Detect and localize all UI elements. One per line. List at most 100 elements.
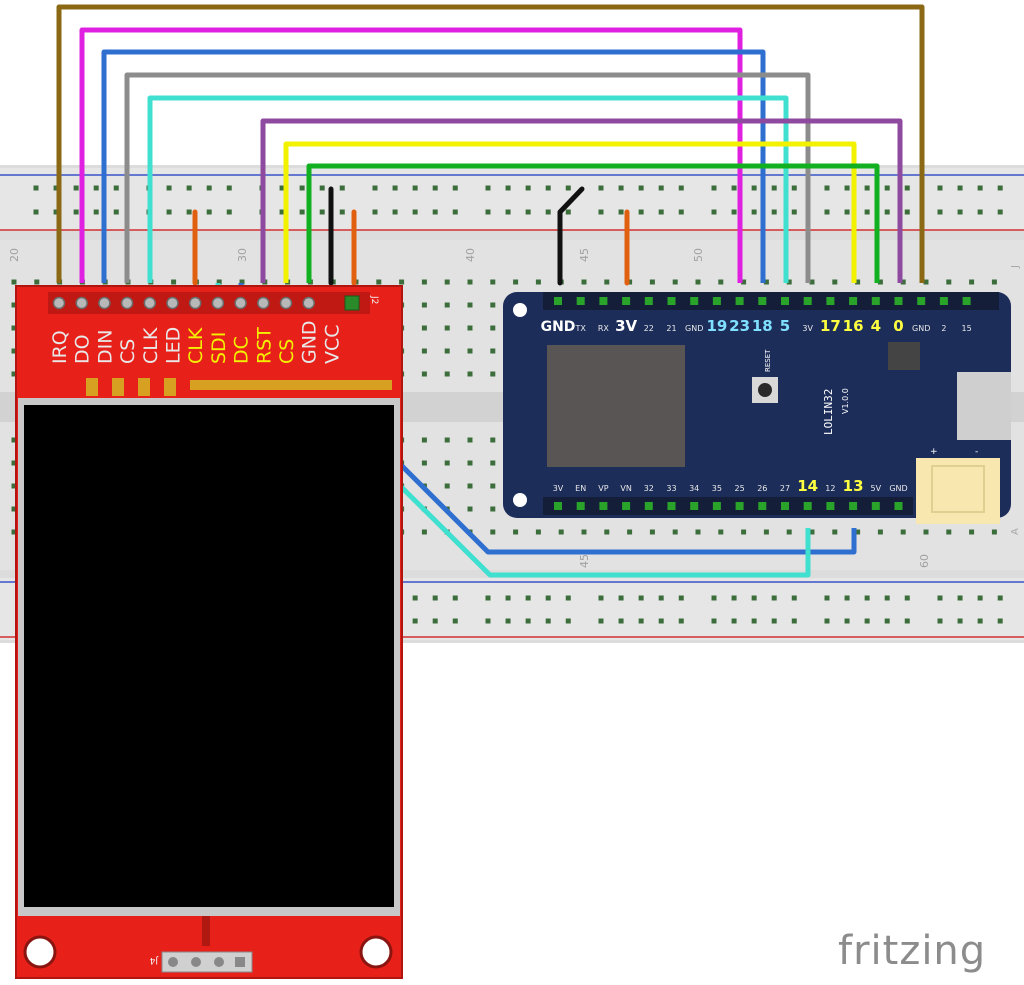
display-pin-label: DC bbox=[231, 336, 253, 364]
display-header-pin bbox=[257, 296, 270, 310]
breadboard-hole bbox=[535, 279, 541, 285]
rail-hole bbox=[844, 185, 850, 191]
breadboard-hole bbox=[421, 325, 427, 331]
breadboard-hole bbox=[11, 506, 17, 512]
esp32-bottom-pin bbox=[735, 502, 744, 510]
rail-hole bbox=[53, 185, 59, 191]
breadboard-hole bbox=[11, 460, 17, 466]
breadboard-hole bbox=[969, 529, 975, 535]
esp32-top-pin-label: GND bbox=[541, 319, 576, 335]
rail-hole bbox=[93, 209, 99, 215]
esp32-top-pin-label: 23 bbox=[729, 317, 750, 335]
breadboard-hole bbox=[467, 348, 473, 354]
esp32-bottom-pin bbox=[712, 502, 721, 510]
breadboard-hole bbox=[695, 279, 701, 285]
mount-hole-top bbox=[513, 303, 527, 317]
rail-hole bbox=[638, 618, 644, 624]
rail-hole bbox=[997, 595, 1003, 601]
esp32-top-pin-label: 19 bbox=[706, 317, 727, 335]
display-pin-square bbox=[344, 295, 360, 311]
model-label: LOLIN32 bbox=[822, 389, 835, 435]
display-pin-label: SDI bbox=[208, 332, 230, 364]
rail-hole bbox=[226, 209, 232, 215]
esp32-bottom-pin bbox=[826, 502, 835, 510]
display-pin-label: IRQ bbox=[49, 330, 71, 364]
rail-hole bbox=[884, 185, 890, 191]
rail-hole bbox=[957, 209, 963, 215]
breadboard-hole bbox=[34, 279, 40, 285]
breadboard-hole bbox=[444, 437, 450, 443]
rail-hole bbox=[598, 185, 604, 191]
rail-hole bbox=[658, 209, 664, 215]
rail-hole bbox=[731, 209, 737, 215]
breadboard-hole bbox=[649, 529, 655, 535]
rail-hole bbox=[638, 595, 644, 601]
rail-hole bbox=[844, 209, 850, 215]
wire-purple bbox=[260, 118, 903, 283]
version-label: V1.0.0 bbox=[841, 388, 850, 414]
esp32-top-pin-label: 21 bbox=[666, 324, 676, 333]
breadboard-hole bbox=[216, 279, 222, 285]
esp32-bottom-pin bbox=[576, 502, 585, 510]
rail-hole bbox=[226, 185, 232, 191]
esp32-top-pin-label: 18 bbox=[752, 317, 773, 335]
breadboard-hole bbox=[786, 529, 792, 535]
column-number-45: 45 bbox=[578, 248, 591, 262]
esp32-top-pin bbox=[871, 297, 880, 305]
breadboard-hole bbox=[786, 279, 792, 285]
rail-hole bbox=[186, 209, 192, 215]
sd-pin-2 bbox=[191, 957, 201, 967]
breadboard-hole bbox=[832, 279, 838, 285]
breadboard-hole bbox=[695, 529, 701, 535]
display-header-pin bbox=[302, 296, 315, 310]
display-header-pin bbox=[166, 296, 179, 310]
breadboard-hole bbox=[467, 460, 473, 466]
rail-hole bbox=[618, 618, 624, 624]
rail-hole bbox=[937, 618, 943, 624]
esp32-top-pin-label: 22 bbox=[644, 324, 654, 333]
rail-hole bbox=[711, 209, 717, 215]
esp32-top-pin bbox=[576, 297, 585, 305]
display-header-pin bbox=[98, 296, 111, 310]
esp32-top-pin bbox=[917, 297, 926, 305]
display-header-pin bbox=[75, 296, 88, 310]
rail-hole bbox=[505, 209, 511, 215]
breadboard-hole bbox=[467, 483, 473, 489]
breadboard-hole bbox=[421, 371, 427, 377]
esp32-top-pin bbox=[735, 297, 744, 305]
rail-hole bbox=[678, 595, 684, 601]
rail-hole bbox=[977, 209, 983, 215]
esp32-bottom-pin-label: 13 bbox=[843, 477, 864, 495]
breadboard-hole bbox=[900, 529, 906, 535]
rail-hole bbox=[824, 209, 830, 215]
column-number-bottom-60: 60 bbox=[918, 554, 931, 568]
rail-hole bbox=[206, 185, 212, 191]
breadboard-hole bbox=[558, 529, 564, 535]
rail-hole bbox=[904, 185, 910, 191]
breadboard-hole bbox=[11, 529, 17, 535]
esp32-bottom-pin-label: 33 bbox=[666, 484, 676, 493]
rail-hole bbox=[638, 185, 644, 191]
esp32-bottom-pin-label: EN bbox=[575, 484, 586, 493]
rail-hole bbox=[166, 185, 172, 191]
esp32-top-header bbox=[543, 292, 999, 310]
breadboard-hole bbox=[946, 279, 952, 285]
rail-hole bbox=[73, 185, 79, 191]
rail-hole bbox=[751, 209, 757, 215]
rail-hole bbox=[33, 209, 39, 215]
esp32-bottom-pin bbox=[599, 502, 608, 510]
rail-hole bbox=[525, 618, 531, 624]
esp32-bottom-pin-row bbox=[554, 502, 903, 510]
display-header-pin bbox=[120, 296, 134, 310]
column-number-30: 30 bbox=[236, 248, 249, 262]
breadboard-hole bbox=[399, 279, 405, 285]
breadboard-hole bbox=[444, 371, 450, 377]
breadboard-hole bbox=[923, 279, 929, 285]
rail-hole bbox=[412, 618, 418, 624]
rail-hole bbox=[485, 185, 491, 191]
esp32-bottom-pin bbox=[554, 502, 562, 510]
esp32-top-pin-label: 16 bbox=[843, 317, 864, 335]
rail-hole bbox=[452, 618, 458, 624]
breadboard-hole bbox=[513, 279, 519, 285]
